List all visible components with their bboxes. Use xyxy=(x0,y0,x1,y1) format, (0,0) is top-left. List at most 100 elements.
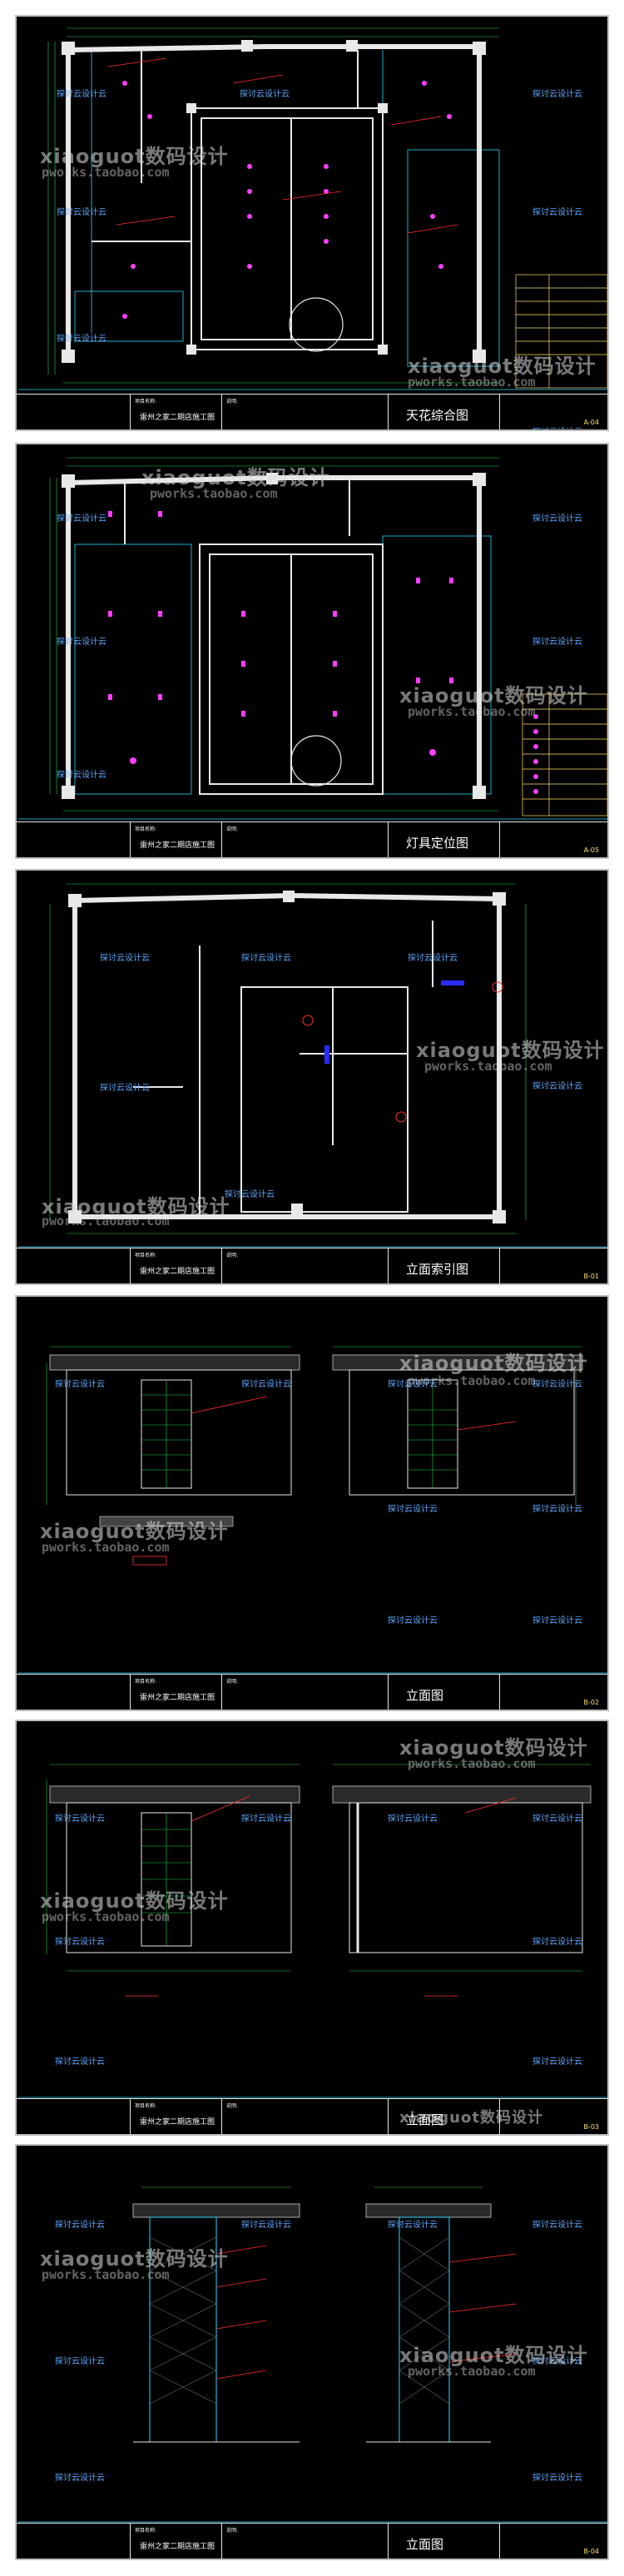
watermark-tag: 探讨云设计云 xyxy=(100,954,150,963)
watermark-url: pworks.taobao.com xyxy=(424,1059,552,1074)
ceiling-plan-drawing xyxy=(18,27,607,390)
project-label: 项目名称: xyxy=(135,1679,157,1685)
watermark-tag: 探讨云设计云 xyxy=(532,638,582,647)
title-block: 项目名称: 雷州之家二期店施工图 说明: 立面图 B-04 xyxy=(17,2523,607,2559)
elevation-drawing xyxy=(18,2186,607,2523)
description-label: 说明: xyxy=(226,399,239,405)
sheet-number: A-05 xyxy=(583,846,599,854)
project-label: 项目名称: xyxy=(135,826,157,832)
elevation-drawing xyxy=(18,1346,607,1674)
watermark-tag: 探讨云设计云 xyxy=(57,208,106,217)
watermark-tag: 探讨云设计云 xyxy=(100,1084,150,1093)
title-block: 项目名称: 雷州之家二期店施工图 说明: 灯具定位图 A-05 xyxy=(17,821,607,857)
watermark-url: pworks.taobao.com xyxy=(42,1540,170,1555)
watermark-tag: 探讨云设计云 xyxy=(532,2057,582,2067)
watermark-tag: 探讨云设计云 xyxy=(532,1814,582,1824)
watermark-tag: 探讨云设计云 xyxy=(532,424,582,429)
elevation-index-drawing xyxy=(18,883,607,1248)
watermark-url: pworks.taobao.com xyxy=(408,2364,536,2379)
sheet-title: 灯具定位图 xyxy=(406,836,469,851)
watermark-brand: xiaoguot数码设计 xyxy=(399,1736,588,1760)
watermark-tag: 探讨云设计云 xyxy=(532,1082,582,1091)
watermark-brand: xiaoguot数码设计 xyxy=(40,1889,229,1913)
watermark-brand: xiaoguot数码设计 xyxy=(399,2344,588,2367)
drawing-sheet-elevation-3: 探讨云设计云 探讨云设计云 探讨云设计云 探讨云设计云 探讨云设计云 探讨云设计… xyxy=(15,2144,609,2560)
watermark-tag: 探讨云设计云 xyxy=(532,1505,582,1514)
sheet-title: 立面图 xyxy=(406,1688,444,1703)
lighting-plan-drawing xyxy=(18,457,607,820)
watermark-url: pworks.taobao.com xyxy=(408,704,536,719)
watermark-brand: xiaoguot数码设计 xyxy=(141,466,330,489)
description-label: 说明: xyxy=(226,826,239,832)
watermark-tag: 探讨云设计云 xyxy=(388,2221,438,2230)
description-label: 说明: xyxy=(226,1253,239,1258)
project-label: 项目名称: xyxy=(135,1253,157,1258)
description-label: 说明: xyxy=(226,2528,239,2534)
sheet-title: 立面索引图 xyxy=(406,1262,469,1277)
watermark-tag: 探讨云设计云 xyxy=(532,208,582,217)
watermark-brand: xiaoguot数码设计 xyxy=(416,1039,605,1062)
title-block: 项目名称: 雷州之家二期店施工图 说明: 立面索引图 B-01 xyxy=(17,1248,607,1283)
drawing-sheet-elevation-2: 探讨云设计云 探讨云设计云 探讨云设计云 探讨云设计云 探讨云设计云 探讨云设计… xyxy=(15,1720,609,2136)
watermark-tag: 探讨云设计云 xyxy=(57,771,106,780)
watermark-tag: 探讨云设计云 xyxy=(388,1505,438,1514)
project-label: 项目名称: xyxy=(135,2528,157,2534)
watermark-tag: 探讨云设计云 xyxy=(241,1814,291,1824)
watermark-tag: 探讨云设计云 xyxy=(55,2057,105,2067)
watermark-tag: 探讨云设计云 xyxy=(532,1938,582,1947)
watermark-brand: xiaoguot数码设计 xyxy=(40,1520,229,1543)
description-label: 说明: xyxy=(226,1679,239,1685)
watermark-brand: xiaoguot数码设计 xyxy=(408,355,597,378)
watermark-tag: 探讨云设计云 xyxy=(241,2221,291,2230)
title-block: 项目名称: 雷州之家二期店施工图 说明: 立面图 B-02 xyxy=(17,1674,607,1710)
watermark-tag: 探讨云设计云 xyxy=(532,514,582,524)
watermark-tag: 探讨云设计云 xyxy=(57,90,106,99)
watermark-tag: 探讨云设计云 xyxy=(532,1380,582,1389)
project-name: 雷州之家二期店施工图 xyxy=(140,2118,215,2127)
drawing-sheet-ceiling: 探讨云设计云 探讨云设计云 探讨云设计云 探讨云设计云 探讨云设计云 探讨云设计… xyxy=(15,15,609,431)
watermark-brand: xiaoguot数码设计 xyxy=(399,2109,543,2127)
watermark-url: pworks.taobao.com xyxy=(408,1373,536,1388)
sheet-number: B-03 xyxy=(583,2123,599,2131)
description-label: 说明: xyxy=(226,2103,239,2109)
watermark-tag: 探讨云设计云 xyxy=(388,1380,438,1389)
sheet-title: 立面图 xyxy=(406,2537,444,2552)
project-name: 雷州之家二期店施工图 xyxy=(140,1268,215,1276)
watermark-tag: 探讨云设计云 xyxy=(55,2221,105,2230)
watermark-tag: 探讨云设计云 xyxy=(55,1814,105,1824)
watermark-url: pworks.taobao.com xyxy=(42,1909,170,1924)
project-label: 项目名称: xyxy=(135,399,157,405)
title-block: 项目名称: 雷州之家二期店施工图 说明: 天花综合图 A-04 xyxy=(17,394,607,429)
watermark-brand: xiaoguot数码设计 xyxy=(42,1195,230,1219)
project-label: 项目名称: xyxy=(135,2103,157,2109)
watermark-url: pworks.taobao.com xyxy=(150,486,278,501)
watermark-tag: 探讨云设计云 xyxy=(408,954,458,963)
drawing-sheet-lighting: 探讨云设计云 探讨云设计云 探讨云设计云 探讨云设计云 探讨云设计云 xiaog… xyxy=(15,443,609,859)
watermark-url: pworks.taobao.com xyxy=(42,165,170,180)
watermark-tag: 探讨云设计云 xyxy=(55,2357,105,2366)
watermark-tag: 探讨云设计云 xyxy=(55,2474,105,2483)
title-block: 项目名称: 雷州之家二期店施工图 说明: 立面图 B-03 xyxy=(17,2098,607,2134)
watermark-url: pworks.taobao.com xyxy=(408,1756,536,1771)
watermark-tag: 探讨云设计云 xyxy=(532,2221,582,2230)
watermark-brand: xiaoguot数码设计 xyxy=(40,145,229,168)
watermark-tag: 探讨云设计云 xyxy=(532,2357,582,2366)
watermark-url: pworks.taobao.com xyxy=(408,375,536,390)
sheet-number: A-04 xyxy=(583,419,599,426)
watermark-tag: 探讨云设计云 xyxy=(532,90,582,99)
watermark-brand: xiaoguot数码设计 xyxy=(399,1352,588,1375)
watermark-tag: 探讨云设计云 xyxy=(388,1616,438,1626)
watermark-tag: 探讨云设计云 xyxy=(240,90,290,99)
watermark-tag: 探讨云设计云 xyxy=(57,638,106,647)
project-name: 雷州之家二期店施工图 xyxy=(140,841,215,850)
elevation-drawing xyxy=(18,1764,607,2098)
watermark-tag: 探讨云设计云 xyxy=(57,335,106,344)
sheet-number: B-02 xyxy=(583,1699,599,1706)
watermark-tag: 探讨云设计云 xyxy=(241,1380,291,1389)
watermark-tag: 探讨云设计云 xyxy=(532,1616,582,1626)
project-name: 雷州之家二期店施工图 xyxy=(140,414,215,422)
watermark-url: pworks.taobao.com xyxy=(42,2267,170,2282)
sheet-title: 天花综合图 xyxy=(406,408,469,423)
project-name: 雷州之家二期店施工图 xyxy=(140,2543,215,2551)
watermark-tag: 探讨云设计云 xyxy=(57,514,106,524)
